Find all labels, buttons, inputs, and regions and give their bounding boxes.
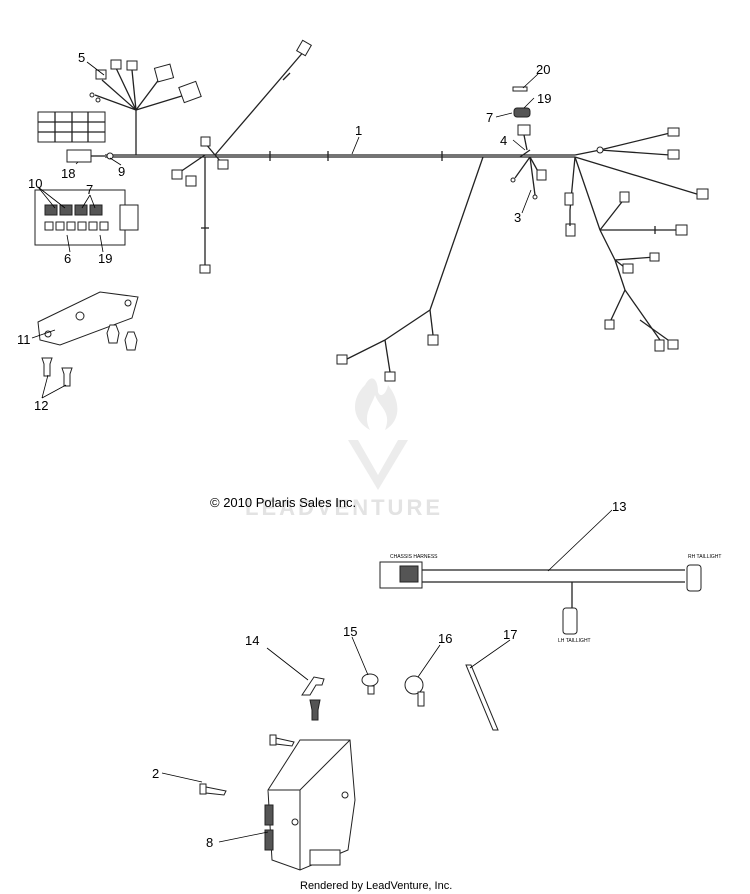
push-rivets (41, 357, 73, 387)
callout-10: 10 (28, 176, 42, 191)
callout-15: 15 (343, 624, 357, 639)
main-harness (37, 39, 709, 382)
callout-19a: 19 (98, 251, 112, 266)
callout-9: 9 (118, 164, 125, 179)
copyright-text: © 2010 Polaris Sales Inc. (210, 495, 356, 510)
fuse-box (34, 189, 139, 246)
callout-6: 6 (64, 251, 71, 266)
callout-18: 18 (61, 166, 75, 181)
footer-text: Rendered by LeadVenture, Inc. (300, 880, 452, 892)
control-module (264, 739, 356, 871)
taillight-harness: CHASSIS HARNESS RH TAILLIGHT LH TAILLIGH… (379, 554, 721, 644)
callout-16: 16 (438, 631, 452, 646)
chassis-harness-label: CHASSIS HARNESS (390, 554, 438, 560)
watermark-text: LEADVENTURE (245, 495, 443, 520)
lh-taillight-label: LH TAILLIGHT (558, 638, 591, 644)
mounting-plate (37, 291, 139, 351)
screws (199, 734, 295, 796)
rh-taillight-label: RH TAILLIGHT (688, 554, 721, 560)
callout-19b: 19 (537, 91, 551, 106)
callout-11: 11 (17, 332, 31, 347)
callout-7b: 7 (486, 110, 493, 125)
callout-7a: 7 (86, 182, 93, 197)
leader-lines (31, 61, 613, 843)
clips (301, 664, 499, 731)
callout-12: 12 (34, 398, 48, 413)
callout-2: 2 (152, 766, 159, 781)
callout-4: 4 (500, 133, 507, 148)
callout-numbers: 1 2 3 4 5 6 7 7 8 9 10 11 12 13 14 15 16… (17, 50, 626, 850)
callout-14: 14 (245, 633, 259, 648)
callout-13: 13 (612, 499, 626, 514)
callout-20: 20 (536, 62, 550, 77)
callout-17: 17 (503, 627, 517, 642)
callout-3: 3 (514, 210, 521, 225)
leadventure-watermark: LEADVENTURE (245, 378, 443, 520)
callout-5: 5 (78, 50, 85, 65)
callout-1: 1 (355, 123, 362, 138)
callout-8: 8 (206, 835, 213, 850)
